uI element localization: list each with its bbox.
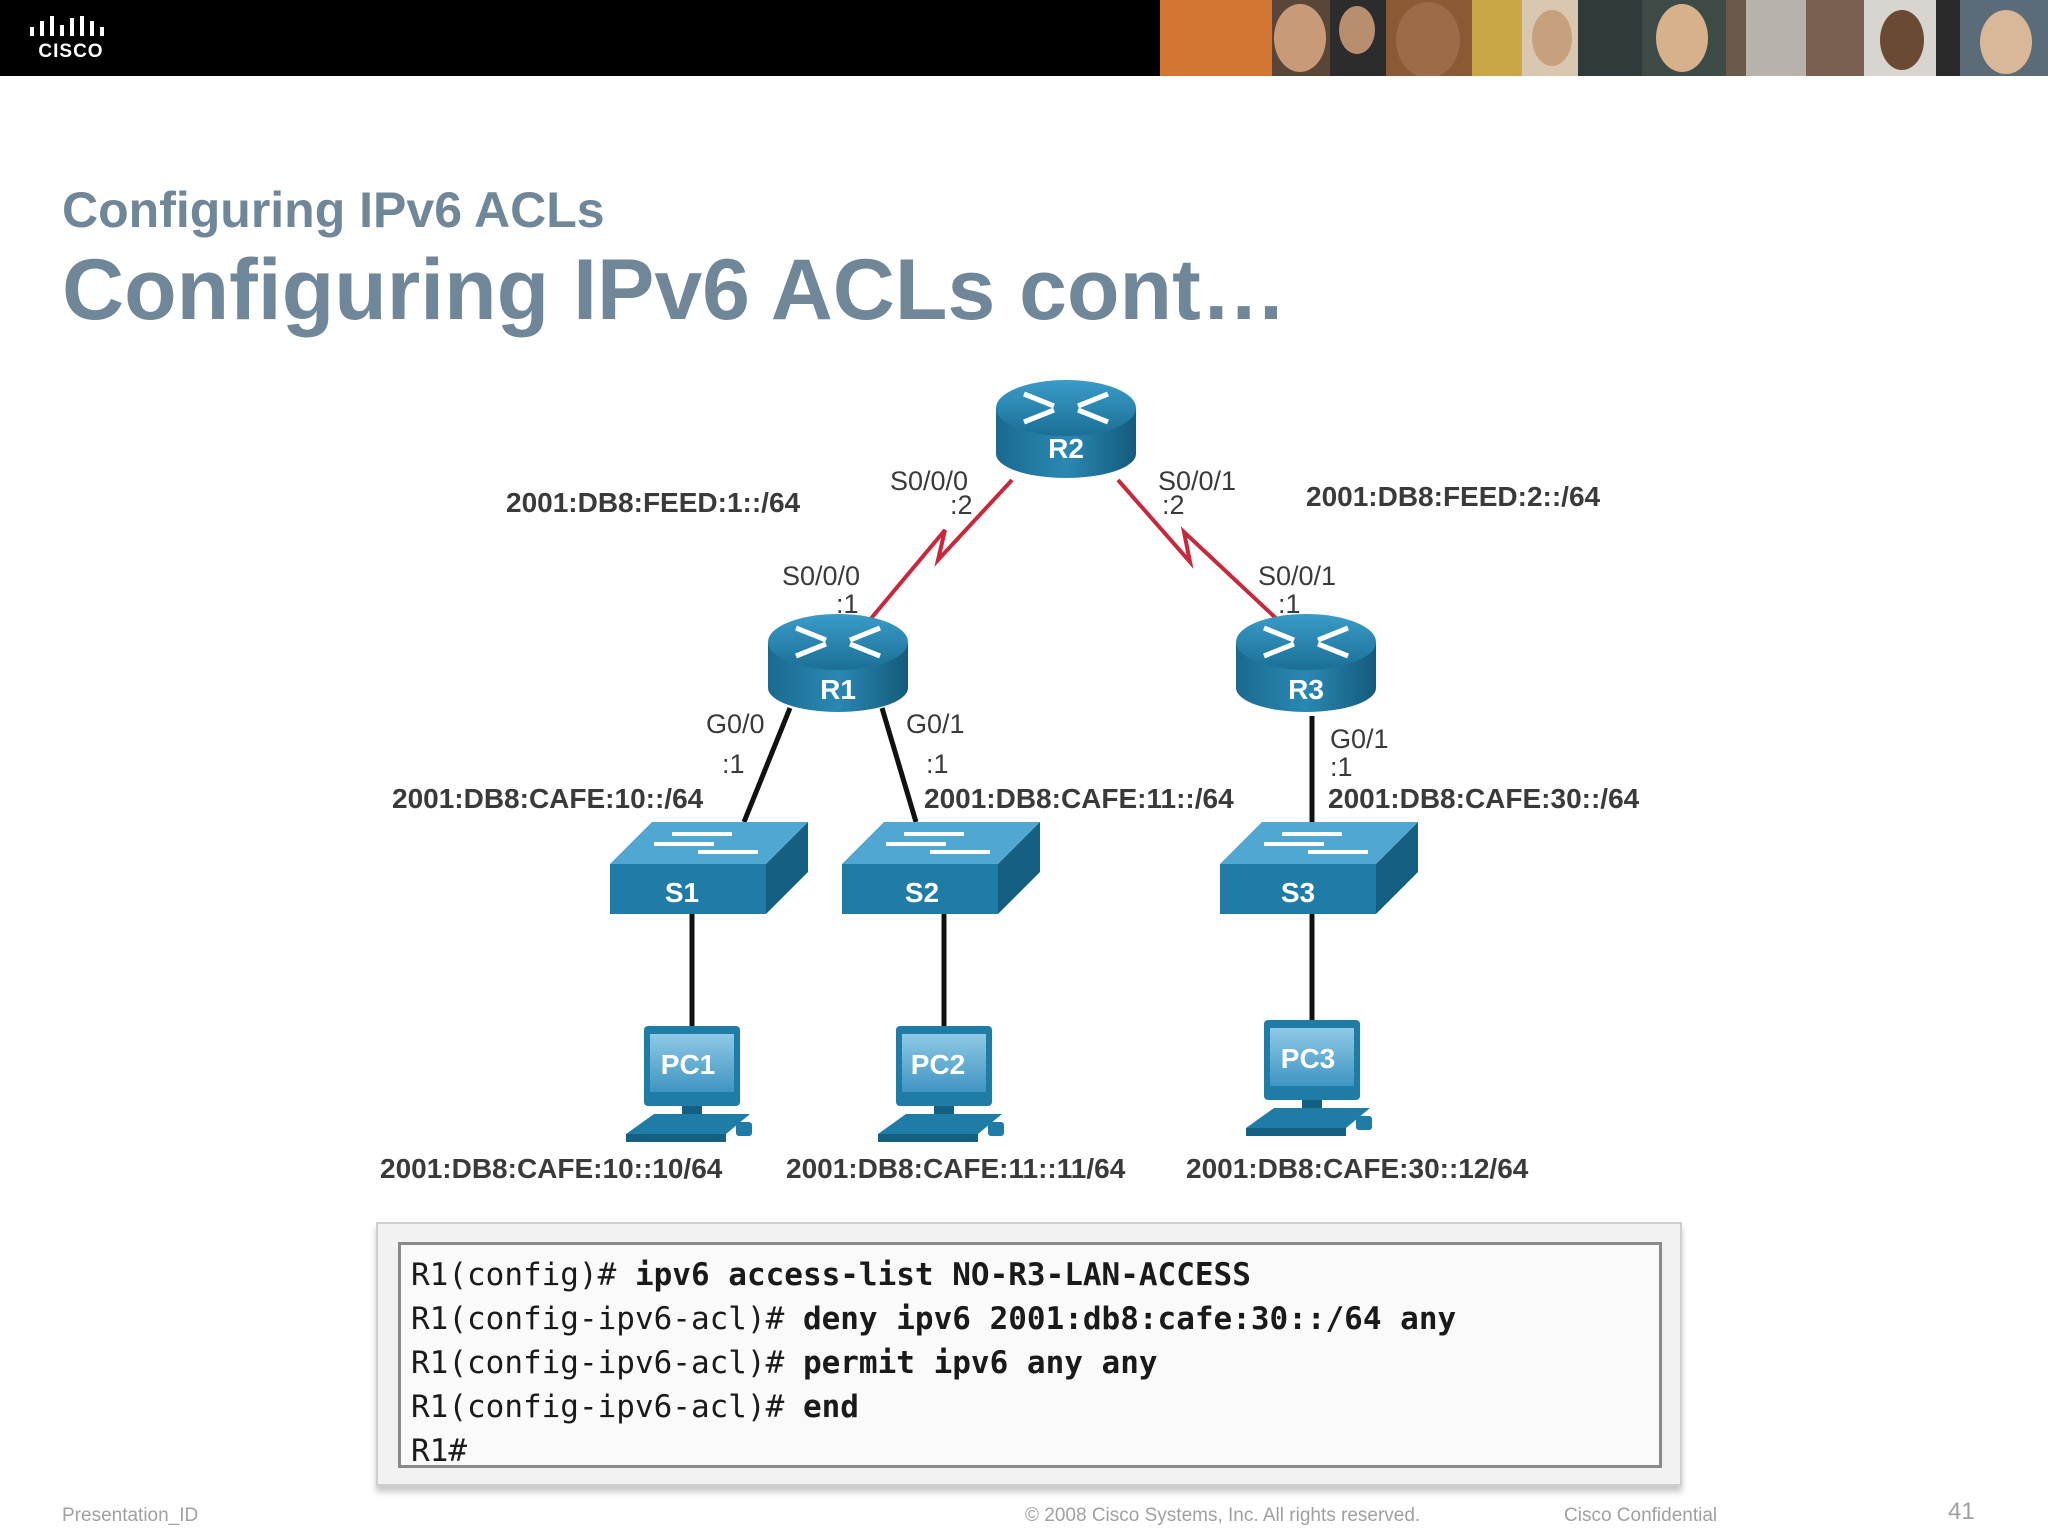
cli-output-box: R1(config)# ipv6 access-list NO-R3-LAN-A… bbox=[376, 1222, 1682, 1486]
router-arrows-icon bbox=[795, 625, 881, 659]
router-label: R3 bbox=[1288, 674, 1324, 705]
cli-line: R1(config-ipv6-acl)# permit ipv6 any any bbox=[411, 1341, 1649, 1385]
router-label: R1 bbox=[820, 674, 856, 705]
header-bar: CISCO bbox=[0, 0, 2048, 76]
interface-r2-s000: S0/0/0 bbox=[890, 466, 968, 496]
router-arrows-icon bbox=[1263, 625, 1349, 659]
interface-r3-g01-host: :1 bbox=[1330, 752, 1353, 782]
interface-r1-g01-host: :1 bbox=[926, 749, 949, 779]
footer-presentation-id: Presentation_ID bbox=[62, 1505, 199, 1526]
cli-line: R1# bbox=[411, 1429, 1649, 1473]
pc-pc1: PC1 bbox=[626, 1026, 752, 1142]
pc-pc2: PC2 bbox=[878, 1026, 1004, 1142]
pc-label: PC2 bbox=[911, 1049, 965, 1080]
cli-prompt: R1(config-ipv6-acl)# bbox=[411, 1389, 803, 1425]
switch-s2: S2 bbox=[842, 822, 1040, 914]
switch-label: S2 bbox=[905, 877, 939, 908]
interface-r2-s000-host: :2 bbox=[950, 490, 973, 520]
cli-command: permit ipv6 any any bbox=[802, 1345, 1158, 1381]
people-photo-strip bbox=[1160, 0, 2048, 76]
cisco-logo-text: CISCO bbox=[38, 41, 104, 62]
cli-line: R1(config-ipv6-acl)# deny ipv6 2001:db8:… bbox=[411, 1297, 1649, 1341]
network-label-feed1: 2001:DB8:FEED:1::/64 bbox=[506, 487, 801, 518]
footer-confidential: Cisco Confidential bbox=[1564, 1505, 1718, 1526]
network-label-cafe10: 2001:DB8:CAFE:10::/64 bbox=[392, 783, 704, 814]
pc2-address-label: 2001:DB8:CAFE:11::11/64 bbox=[786, 1153, 1126, 1184]
interface-r1-s000: S0/0/0 bbox=[782, 561, 860, 591]
ethernet-link-r1-s1 bbox=[741, 707, 793, 823]
ethernet-link-r1-s2 bbox=[879, 707, 919, 823]
pc3-address-label: 2001:DB8:CAFE:30::12/64 bbox=[1186, 1153, 1529, 1184]
cli-command: end bbox=[802, 1389, 859, 1425]
router-r2: R2 bbox=[996, 380, 1136, 478]
cli-prompt: R1(config-ipv6-acl)# bbox=[411, 1345, 803, 1381]
cli-terminal: R1(config)# ipv6 access-list NO-R3-LAN-A… bbox=[398, 1242, 1662, 1469]
router-arrows-icon bbox=[1023, 391, 1109, 425]
serial-link-r2-r3 bbox=[1116, 478, 1282, 624]
interface-r1-s000-host: :1 bbox=[836, 589, 859, 619]
cli-prompt: R1# bbox=[411, 1433, 467, 1469]
switch-label: S3 bbox=[1281, 877, 1315, 908]
switch-arrows-icon bbox=[654, 832, 758, 854]
page-number: 41 bbox=[1948, 1498, 1975, 1525]
router-label: R2 bbox=[1048, 433, 1084, 464]
interface-r1-g01: G0/1 bbox=[906, 709, 965, 739]
cli-prompt: R1(config)# bbox=[411, 1257, 635, 1293]
pc1-address-label: 2001:DB8:CAFE:10::10/64 bbox=[380, 1153, 723, 1184]
footer-copyright: © 2008 Cisco Systems, Inc. All rights re… bbox=[1025, 1505, 1421, 1526]
serial-link-r1-r2 bbox=[866, 478, 1014, 624]
pc-label: PC3 bbox=[1281, 1043, 1335, 1074]
network-label-cafe11: 2001:DB8:CAFE:11::/64 bbox=[924, 783, 1234, 814]
switch-arrows-icon bbox=[1264, 832, 1368, 854]
switch-arrows-icon bbox=[886, 832, 990, 854]
pc-pc3: PC3 bbox=[1246, 1020, 1372, 1136]
section-title: Configuring IPv6 ACLs bbox=[62, 182, 605, 238]
cli-command: deny ipv6 2001:db8:cafe:30::/64 any bbox=[802, 1301, 1457, 1337]
cli-line: R1(config-ipv6-acl)# end bbox=[411, 1385, 1649, 1429]
cisco-logo: CISCO bbox=[26, 14, 116, 64]
router-r3: R3 bbox=[1236, 614, 1376, 712]
interface-r2-s001-host: :2 bbox=[1162, 490, 1185, 520]
network-label-feed2: 2001:DB8:FEED:2::/64 bbox=[1306, 481, 1601, 512]
interface-r3-s001-host: :1 bbox=[1278, 589, 1301, 619]
switch-s3: S3 bbox=[1220, 822, 1418, 914]
cisco-bridge-icon bbox=[30, 16, 104, 36]
pc-label: PC1 bbox=[661, 1049, 715, 1080]
interface-r1-g00-host: :1 bbox=[722, 749, 745, 779]
slide-title: Configuring IPv6 ACLs cont… bbox=[62, 242, 1287, 338]
cli-prompt: R1(config-ipv6-acl)# bbox=[411, 1301, 803, 1337]
switch-label: S1 bbox=[665, 877, 699, 908]
interface-r3-s001: S0/0/1 bbox=[1258, 561, 1336, 591]
cli-command: ipv6 access-list NO-R3-LAN-ACCESS bbox=[634, 1257, 1251, 1293]
interface-r1-g00: G0/0 bbox=[706, 709, 765, 739]
interface-r2-s001: S0/0/1 bbox=[1158, 466, 1236, 496]
switch-s1: S1 bbox=[610, 822, 808, 914]
cli-line: R1(config)# ipv6 access-list NO-R3-LAN-A… bbox=[411, 1253, 1649, 1297]
router-r1: R1 bbox=[768, 614, 908, 712]
interface-r3-g01: G0/1 bbox=[1330, 724, 1389, 754]
network-label-cafe30: 2001:DB8:CAFE:30::/64 bbox=[1328, 783, 1640, 814]
